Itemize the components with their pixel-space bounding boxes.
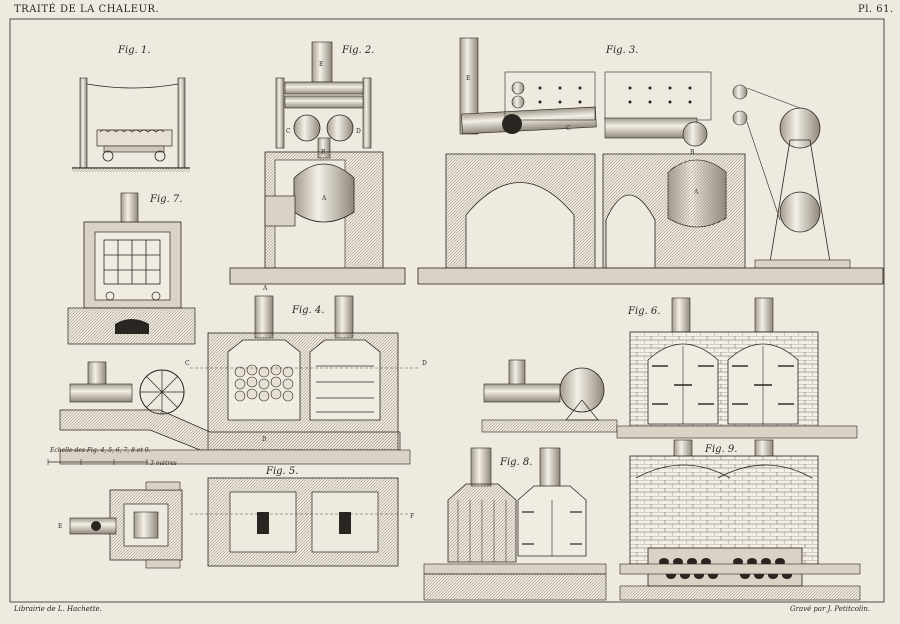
scale-units: 3 mètres (150, 460, 177, 467)
letter-e-3: E (58, 523, 62, 530)
fig-7-label: Fig. 7. (149, 194, 182, 205)
fig-8-label: Fig. 8. (499, 457, 532, 468)
publisher-credit: Librairie de L. Hachette. (14, 605, 102, 613)
letter-a: A (321, 195, 327, 202)
plate-title: TRAITÉ DE LA CHALEUR. (14, 4, 160, 15)
figure-6-brick-dryer: Fig. 6. (481, 297, 858, 439)
fig-4-label: Fig. 4. (291, 305, 324, 316)
figure-8-ovens: Fig. 8. (423, 447, 607, 601)
figure-5-plan: Fig. 5. F E (58, 466, 414, 569)
engraver-credit: Gravé par J. Petitcolin. (790, 605, 871, 613)
letter-e: E (319, 61, 323, 68)
fig-1-label: Fig. 1. (117, 45, 150, 56)
letter-e-2: E (466, 75, 470, 82)
fig-6-label: Fig. 6. (627, 306, 660, 317)
letter-d-3: D (422, 360, 427, 367)
letter-b-2: B (690, 149, 695, 156)
letter-d: D (356, 128, 361, 135)
figure-9-kiln-front: Fig. 9. (619, 439, 861, 601)
scale-caption: Echelle des Fig. 4, 5, 6, 7, 8 et 9. (49, 447, 151, 454)
plate-number: Pl. 61. (858, 4, 894, 15)
figure-1-drying-rack: Fig. 1. (72, 45, 190, 172)
letter-f: F (410, 513, 414, 520)
figure-4-section-dryer: Fig. 4. A C D B (59, 285, 427, 465)
plate-border (9, 18, 885, 603)
fig-3-label: Fig. 3. (605, 45, 638, 56)
letter-c-2: C (566, 125, 571, 132)
figure-3-drying-tunnel: Fig. 3. E C B A (417, 37, 884, 285)
figure-2-boiler-elevation: Fig. 2. E C D B A (229, 41, 406, 285)
figure-7-oven: Fig. 7. (67, 192, 196, 345)
scale-bar: Echelle des Fig. 4, 5, 6, 7, 8 et 9. 3 m… (47, 447, 177, 467)
letter-c: C (286, 128, 291, 135)
fig-2-label: Fig. 2. (341, 45, 374, 56)
letter-c-3: C (185, 360, 190, 367)
fig-5-label: Fig. 5. (265, 466, 298, 477)
letter-a-3: A (262, 285, 268, 292)
fig-9-label: Fig. 9. (704, 444, 737, 455)
